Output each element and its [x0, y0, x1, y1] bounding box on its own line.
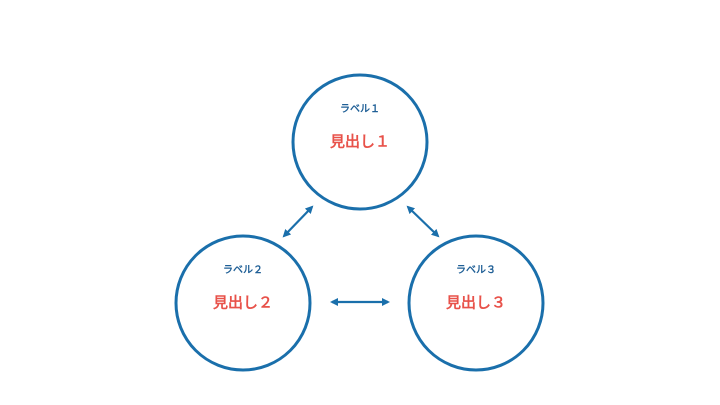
node-2-label: ラベル２	[223, 264, 263, 276]
node-1-label: ラベル１	[340, 103, 380, 115]
node-2: ラベル２ 見出し２	[174, 234, 312, 372]
node-3: ラベル３ 見出し３	[407, 234, 545, 372]
node-3-heading: 見出し３	[445, 294, 506, 312]
node-1-circle	[291, 73, 429, 211]
node-2-heading: 見出し２	[212, 294, 273, 312]
node-2-circle	[174, 234, 312, 372]
node-1-heading: 見出し１	[329, 133, 390, 151]
arrow-node1-node3	[406, 205, 440, 238]
node-3-circle	[407, 234, 545, 372]
arrow-node1-node2	[282, 205, 314, 238]
node-3-label: ラベル３	[456, 264, 496, 276]
node-1: ラベル１ 見出し１	[291, 73, 429, 211]
